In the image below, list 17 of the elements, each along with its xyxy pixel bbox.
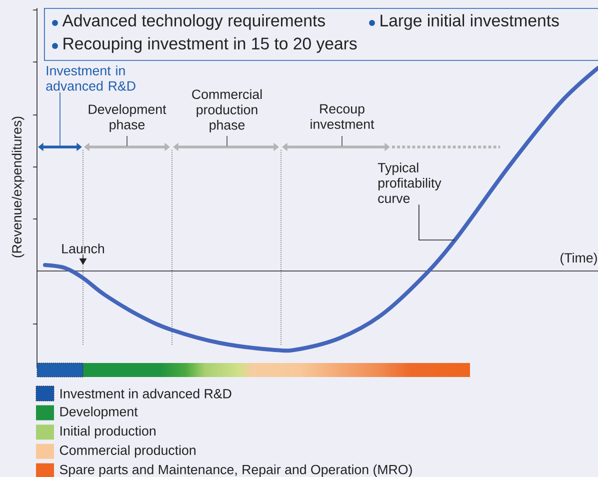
phase-label: Recoup investment — [310, 104, 374, 129]
legend-label: Development — [60, 406, 138, 419]
axis-label: (Time) — [560, 252, 597, 266]
legend-label: Investment in advanced R&D — [60, 388, 232, 398]
legend-label: Commercial production — [60, 445, 196, 458]
leader-line — [418, 204, 456, 240]
span-arrow — [38, 142, 82, 152]
phase-label: Commercial production phase — [192, 89, 262, 132]
legend-label: Initial production — [60, 426, 156, 438]
phase-label: Development phase — [88, 104, 166, 132]
bullet-item: Recouping investment in 15 to 20 years — [52, 37, 357, 53]
bullet-item: Large initial investments — [369, 14, 559, 30]
info-box — [44, 8, 598, 61]
legend-label: Spare parts and Maintenance, Repair and Operation (MRO) — [60, 464, 412, 477]
bullet-item: Advanced technology requirements — [52, 14, 325, 30]
axis-label: (Revenue/expenditures) — [12, 116, 24, 258]
profitability-curve — [43, 66, 598, 353]
